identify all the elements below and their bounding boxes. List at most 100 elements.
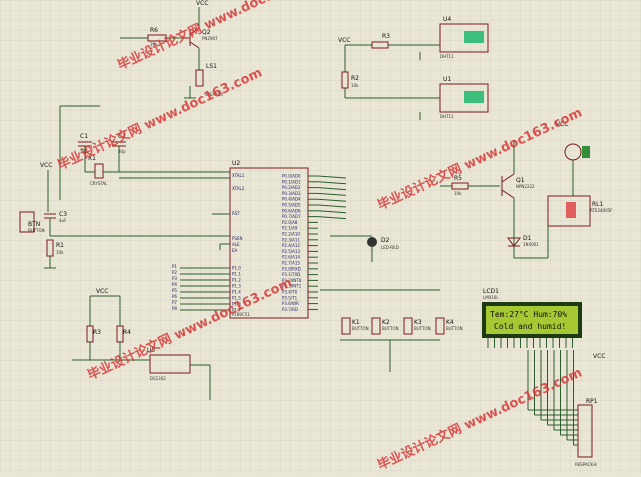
port-p8: P8 xyxy=(172,306,177,311)
k4-label: K4 xyxy=(446,319,454,326)
button-k2[interactable] xyxy=(371,317,381,335)
button-k1[interactable] xyxy=(341,317,351,335)
x1-value: CRYSTAL xyxy=(90,181,108,186)
bus-wire xyxy=(317,198,347,202)
u2-pin-left: P1.0 xyxy=(232,266,241,271)
u2-pin-right: P2.6/A14 xyxy=(282,255,300,260)
bus-wire xyxy=(317,204,347,208)
mcu-body[interactable] xyxy=(229,167,309,319)
respack-rp1[interactable] xyxy=(577,404,593,458)
u2-pin-right: P2.5/A13 xyxy=(282,249,300,254)
speaker-ls1[interactable] xyxy=(195,69,204,87)
u2-pin-right: P3.3/INT1 xyxy=(282,284,302,289)
bus-wire xyxy=(317,175,347,179)
k2-label: K2 xyxy=(382,319,390,326)
u2-pin-right: P3.4/T0 xyxy=(282,290,298,295)
pin-xtal1: XTAL1 xyxy=(232,173,245,178)
u2-pin-right: P2.1/A9 xyxy=(282,226,298,231)
u3-label: U3 xyxy=(147,347,155,354)
vcc-label-2: VCC xyxy=(40,162,52,169)
buzzer-section: VCC R6 10k Q2 PN2907 LS1 SPEAKER xyxy=(120,0,223,99)
port-p2: P2 xyxy=(172,270,177,275)
port-p5: P5 xyxy=(172,288,177,293)
d2-label: D2 xyxy=(381,237,390,244)
k4-value: BUTTON xyxy=(446,326,463,331)
lcd-line-1: Tem:27°C Hum:70% xyxy=(490,310,567,319)
u2-pin-right: P3.1/TXD xyxy=(282,272,300,277)
lcd-line-2: Cold and humid! xyxy=(494,322,566,331)
c1-label: C1 xyxy=(80,133,88,140)
port-p7: P7 xyxy=(172,300,177,305)
port-p4: P4 xyxy=(172,282,177,287)
relay-rl1[interactable] xyxy=(547,195,591,227)
dht11-u1[interactable] xyxy=(439,83,489,113)
k2-value: BUTTON xyxy=(382,326,399,331)
vcc-label-6: VCC xyxy=(96,288,108,295)
k1-label: K1 xyxy=(352,319,360,326)
r2u-label: R2 xyxy=(351,75,359,82)
mcu-bus xyxy=(317,175,347,220)
u1-value: DHT11 xyxy=(440,114,454,119)
u2-pin-right: P0.0/AD0 xyxy=(282,174,301,179)
u2-pin-right: P0.1/AD1 xyxy=(282,179,301,184)
port-p3: P3 xyxy=(172,276,177,281)
pin-psen: PSEN xyxy=(232,236,242,241)
r5-label: R5 xyxy=(454,175,462,182)
dht11-u4[interactable] xyxy=(439,23,489,53)
u4-value: DHT11 xyxy=(440,54,454,59)
u1-label: U1 xyxy=(443,76,451,83)
u2-pin-right: P3.5/T1 xyxy=(282,295,298,300)
pin-ea: EA xyxy=(232,248,238,253)
u2-pin-left: P1.4 xyxy=(232,290,241,295)
u2-pin-left: P1.2 xyxy=(232,278,241,283)
x1-label: X1 xyxy=(88,155,96,162)
u2-pin-right: P2.7/A15 xyxy=(282,261,300,266)
r4-label: R4 xyxy=(123,329,131,336)
u2-pin-right: P3.0/RXD xyxy=(282,266,301,271)
u2-pin-right: P0.4/AD4 xyxy=(282,197,301,202)
q1-value: NPN2222 xyxy=(516,184,535,189)
u2-pin-right: P2.4/A12 xyxy=(282,243,300,248)
vcc-label-5: VCC xyxy=(593,353,605,360)
u2-pin-left: P1.1 xyxy=(232,272,241,277)
btn-value: BUTTON xyxy=(28,228,45,233)
d2-value: LED-RED xyxy=(381,245,399,250)
led-d2[interactable] xyxy=(367,237,377,247)
crystal-x1[interactable] xyxy=(94,163,104,179)
rtc-value: DS1302 xyxy=(150,376,166,381)
r2u-value: 10k xyxy=(351,83,359,88)
q1-label: Q1 xyxy=(516,177,525,184)
pin-ale: ALE xyxy=(232,242,240,247)
lcd-screen xyxy=(486,306,578,334)
k3-value: BUTTON xyxy=(414,326,431,331)
led-d2-section: D2 LED-RED xyxy=(330,235,399,262)
k1-value: BUTTON xyxy=(352,326,369,331)
rp1-label: RP1 xyxy=(586,398,598,405)
button-k3[interactable] xyxy=(403,317,413,335)
dht11-section: VCC R3 U4 DHT11 R2 10k U1 DHT11 xyxy=(338,16,489,120)
respack-section: RP1 RESPACK-8 xyxy=(527,350,598,467)
u4-label: U4 xyxy=(443,16,451,23)
r1-value: 10k xyxy=(56,250,64,255)
diode-d1[interactable] xyxy=(507,237,521,247)
bus-wire xyxy=(317,181,347,185)
lcd-section: LCD1 LM016L Tem:27°C Hum:70% Cold and hu… xyxy=(482,288,605,360)
u2-pin-left: P1.6 xyxy=(232,302,241,307)
u2-pin-right: P3.7/RD xyxy=(282,307,298,312)
vcc-label: VCC xyxy=(196,0,208,7)
bus-wire xyxy=(317,187,347,191)
btn-label: BTN xyxy=(28,221,40,228)
u2-pin-right: P0.5/AD5 xyxy=(282,203,301,208)
button-k4[interactable] xyxy=(435,317,445,335)
c3-value: 4uF xyxy=(59,218,67,223)
vcc-label-4: VCC xyxy=(556,121,568,128)
rtc-chip[interactable] xyxy=(149,354,191,374)
reset-button[interactable] xyxy=(19,211,35,233)
pin-rst: RST xyxy=(232,211,240,216)
ls1-value: SPEAKER xyxy=(205,92,223,97)
u2-pin-left: P1.5 xyxy=(232,296,241,301)
u2-pin-left: P1.7 xyxy=(232,308,241,313)
r3u-label: R3 xyxy=(382,33,390,40)
u2-pin-right: P2.3/A11 xyxy=(282,237,300,242)
bus-wire xyxy=(317,216,347,220)
